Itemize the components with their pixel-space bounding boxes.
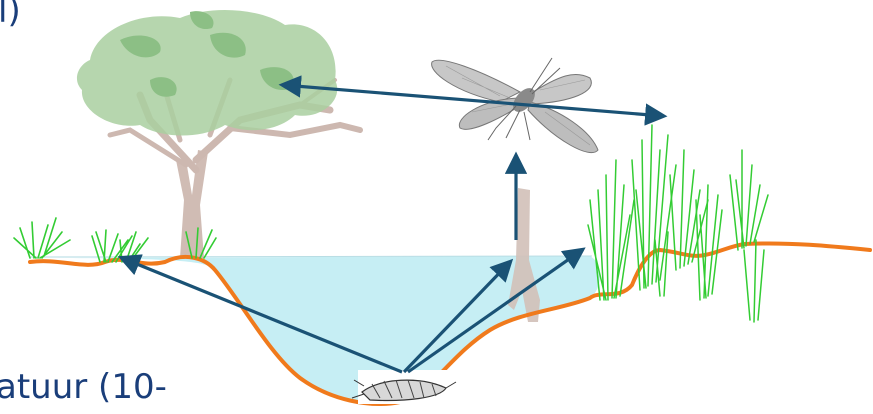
- tree-icon: [77, 10, 360, 258]
- reed-icon: [588, 125, 768, 322]
- larva-icon: [352, 370, 456, 404]
- bottom-left-text-fragment: atuur (10-: [0, 370, 167, 404]
